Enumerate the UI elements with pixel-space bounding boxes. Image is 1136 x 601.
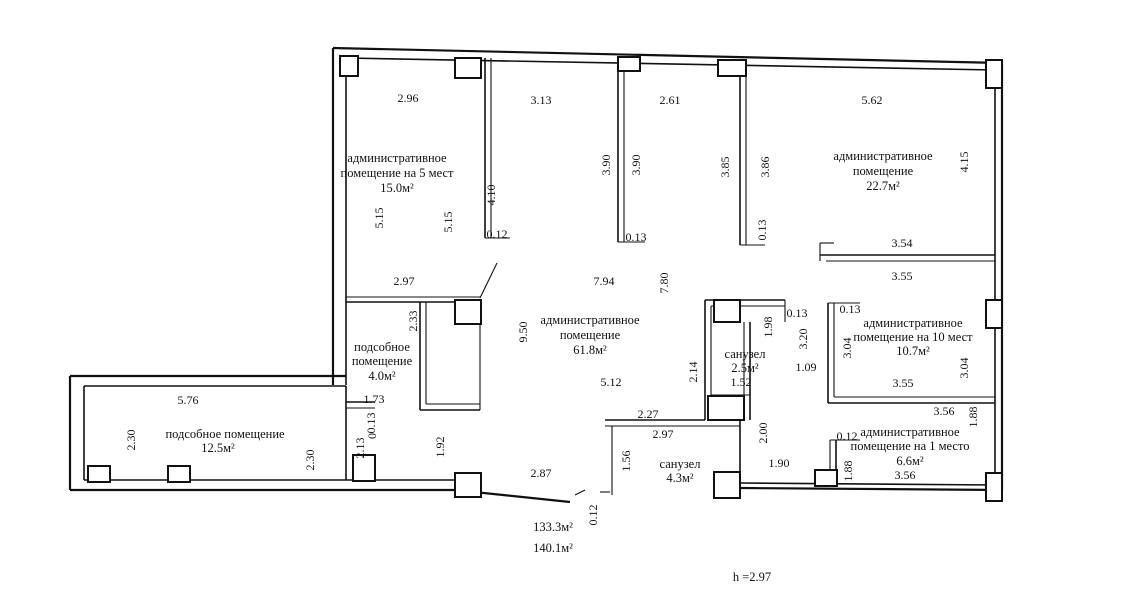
dim-label: 3.56 bbox=[895, 468, 916, 482]
dim-label: 1.52 bbox=[731, 375, 752, 389]
dim-label: 1.98 bbox=[761, 317, 775, 338]
dim-label: 4.10 bbox=[484, 185, 498, 206]
dim-label: 2.30 bbox=[124, 430, 138, 451]
dim-label: 2.61 bbox=[660, 93, 681, 107]
dim-label: 3.90 bbox=[599, 155, 613, 176]
dim-label: 3.56 bbox=[934, 404, 955, 418]
office5-area: 15.0м² bbox=[380, 181, 414, 195]
office5-label-2: помещение на 5 мест bbox=[341, 166, 454, 180]
wc43-area: 4.3м² bbox=[666, 471, 694, 485]
dim-label: 5.15 bbox=[372, 208, 386, 229]
dim-label: 2.27 bbox=[638, 407, 659, 421]
wc25-label: санузел bbox=[725, 347, 766, 361]
office22-area: 22.7м² bbox=[866, 179, 900, 193]
dim-label: 0.13 bbox=[755, 220, 769, 241]
dim-label: 5.12 bbox=[601, 375, 622, 389]
dim-label: 0.13 bbox=[626, 230, 647, 244]
dim-label: 9.50 bbox=[516, 322, 530, 343]
dim-label: 3.90 bbox=[629, 155, 643, 176]
office10-label-2: помещение на 10 мест bbox=[853, 330, 973, 344]
ceiling-height: h =2.97 bbox=[733, 570, 771, 584]
dim-label: 1.56 bbox=[619, 451, 633, 472]
dim-label: 0.12 bbox=[586, 505, 600, 526]
dim-label: 3.54 bbox=[892, 236, 913, 250]
office61-area: 61.8м² bbox=[573, 343, 607, 357]
office5-label-1: административное bbox=[347, 151, 447, 165]
dim-label: 1.09 bbox=[796, 360, 817, 374]
total-area-1: 133.3м² bbox=[533, 520, 573, 534]
dim-label: 5.76 bbox=[178, 393, 199, 407]
utility12-label: подсобное помещение bbox=[165, 427, 285, 441]
office61-label-2: помещение bbox=[560, 328, 621, 342]
dim-label: 2.14 bbox=[686, 362, 700, 383]
dim-label: 1.88 bbox=[841, 461, 855, 482]
dim-label: 1.92 bbox=[433, 437, 447, 458]
office22-label-2: помещение bbox=[853, 164, 914, 178]
utility4-area: 4.0м² bbox=[368, 369, 396, 383]
dim-label: 2.30 bbox=[303, 450, 317, 471]
dim-label: 5.62 bbox=[862, 93, 883, 107]
dim-label: 2.97 bbox=[394, 274, 415, 288]
walls bbox=[68, 46, 1004, 504]
dim-label: 0.12 bbox=[487, 227, 508, 241]
dim-label: 3.20 bbox=[796, 329, 810, 350]
office1-label-1: административное bbox=[860, 425, 960, 439]
room-labels: административное помещение на 5 мест 15.… bbox=[165, 149, 973, 584]
dim-label: 1.88 bbox=[966, 407, 980, 428]
utility4-label-1: подсобное bbox=[354, 340, 410, 354]
dim-label: 0.13 bbox=[787, 306, 808, 320]
dim-label: 0.12 bbox=[837, 429, 858, 443]
dim-label: 2.13 bbox=[353, 438, 367, 459]
dim-label: 3.55 bbox=[893, 376, 914, 390]
dimensions: 2.96 3.13 2.61 5.62 3.90 3.90 3.85 3.86 … bbox=[124, 91, 980, 526]
office1-area: 6.6м² bbox=[896, 454, 924, 468]
dim-label: 0.13 bbox=[840, 302, 861, 316]
office22-label-1: административное bbox=[833, 149, 933, 163]
wc43-label: санузел bbox=[660, 457, 701, 471]
dim-label: 3.55 bbox=[892, 269, 913, 283]
office1-label-2: помещение на 1 место bbox=[851, 439, 970, 453]
dim-label: 0.13 bbox=[364, 413, 378, 434]
dim-label: 3.13 bbox=[531, 93, 552, 107]
dim-label: 3.86 bbox=[758, 157, 772, 178]
dim-label: 1.73 bbox=[364, 392, 385, 406]
dim-label: 5.15 bbox=[441, 212, 455, 233]
dim-label: 2.33 bbox=[406, 311, 420, 332]
dim-label: 2.97 bbox=[653, 427, 674, 441]
office10-area: 10.7м² bbox=[896, 344, 930, 358]
office61-label-1: административное bbox=[540, 313, 640, 327]
total-area-2: 140.1м² bbox=[533, 541, 573, 555]
dim-label: 2.87 bbox=[531, 466, 552, 480]
utility4-label-2: помещение bbox=[352, 354, 413, 368]
dim-label: 1.90 bbox=[769, 456, 790, 470]
dim-label: 7.94 bbox=[594, 274, 615, 288]
dim-label: 4.15 bbox=[957, 152, 971, 173]
dim-label: 3.04 bbox=[957, 358, 971, 379]
dim-label: 3.04 bbox=[840, 338, 854, 359]
dim-label: 7.80 bbox=[657, 273, 671, 294]
dim-label: 2.00 bbox=[756, 423, 770, 444]
dim-label: 3.85 bbox=[718, 157, 732, 178]
columns bbox=[87, 55, 1003, 502]
wc25-area: 2.5м² bbox=[731, 361, 759, 375]
dim-label: 2.96 bbox=[398, 91, 419, 105]
utility12-area: 12.5м² bbox=[201, 441, 235, 455]
office10-label-1: административное bbox=[863, 316, 963, 330]
dim-label: 0 bbox=[365, 433, 379, 439]
